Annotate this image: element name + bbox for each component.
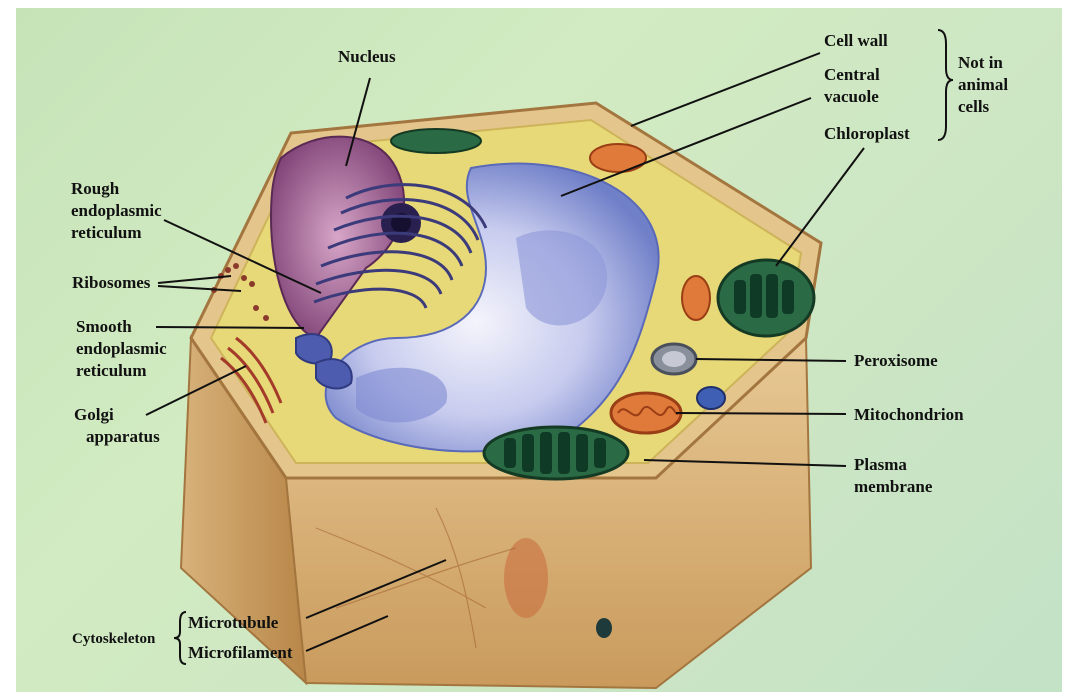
label-golgi-apparatus: Golgi apparatus <box>74 404 160 448</box>
label-cell-wall: Cell wall <box>824 30 888 52</box>
label-cytoskeleton: Cytoskeleton <box>72 628 155 650</box>
peroxisome <box>652 344 696 374</box>
label-nucleus: Nucleus <box>338 46 396 68</box>
label-ribosomes: Ribosomes <box>72 272 150 294</box>
label-central-vacuole: Central vacuole <box>824 64 880 108</box>
label-plasma-membrane: Plasma membrane <box>854 454 932 498</box>
mitochondrion <box>611 393 681 433</box>
label-microtubule: Microtubule <box>188 612 278 634</box>
label-chloroplast: Chloroplast <box>824 123 910 145</box>
label-not-in-animal-cells: Not in animal cells <box>958 52 1008 118</box>
label-peroxisome: Peroxisome <box>854 350 938 372</box>
label-mitochondrion: Mitochondrion <box>854 404 964 426</box>
label-rough-er: Rough endoplasmic reticulum <box>71 178 162 244</box>
label-smooth-er: Smooth endoplasmic reticulum <box>76 316 167 382</box>
diagram-frame: Nucleus Rough endoplasmic reticulum Ribo… <box>16 8 1062 692</box>
label-microfilament: Microfilament <box>188 642 292 664</box>
